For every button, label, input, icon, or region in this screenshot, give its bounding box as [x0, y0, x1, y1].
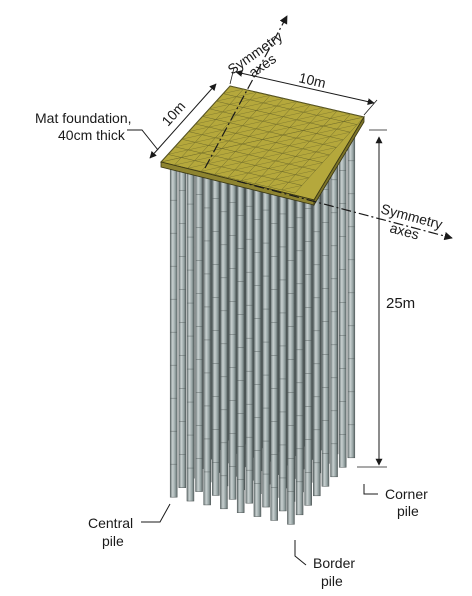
mat-mesh-line: [241, 104, 311, 181]
mat-leader: [127, 129, 159, 151]
mat-mesh-diagonal: [254, 170, 316, 184]
mat-mesh-line: [254, 107, 324, 184]
mat-right-edge: [313, 115, 365, 207]
dim-top-ext-left: [229, 67, 235, 85]
dim-side-label: 10m: [158, 98, 188, 129]
border-pile-label-line1: Border: [313, 555, 355, 571]
mat-mesh-line: [167, 154, 302, 186]
symmetry-axis-2: [236, 180, 453, 241]
dim-height-label: 25m: [386, 295, 415, 312]
symmetry-label-2-line2: axes: [388, 219, 421, 242]
border-pile-label-line2: pile: [321, 573, 343, 589]
mat-mesh-diagonal: [227, 154, 330, 178]
mat-mesh-diagonal: [201, 139, 344, 172]
mat-mesh-line: [281, 113, 351, 191]
mat-foundation-label-line1: Mat foundation,: [35, 110, 132, 126]
central-pile-leader: [141, 503, 171, 523]
central-pile-label-line2: pile: [102, 533, 124, 549]
mat-mesh-diagonal: [281, 185, 302, 191]
corner-pile-leader: [363, 484, 378, 495]
corner-pile-label-line1: Corner: [385, 486, 428, 502]
border-pile-leader: [294, 540, 307, 566]
central-pile-label-line1: Central: [88, 515, 133, 531]
dim-top-label: 10m: [297, 69, 327, 91]
dim-top-line: [235, 69, 375, 106]
dim-side-line: [149, 83, 217, 159]
piles-group: [169, 100, 356, 525]
corner-pile-label-line2: pile: [397, 503, 419, 519]
dim-top-ext-right: [363, 99, 378, 116]
mat-mesh-line: [294, 116, 365, 194]
mat-mesh-line: [268, 110, 338, 187]
mat-foundation-label-line2: 40cm thick: [58, 127, 126, 143]
